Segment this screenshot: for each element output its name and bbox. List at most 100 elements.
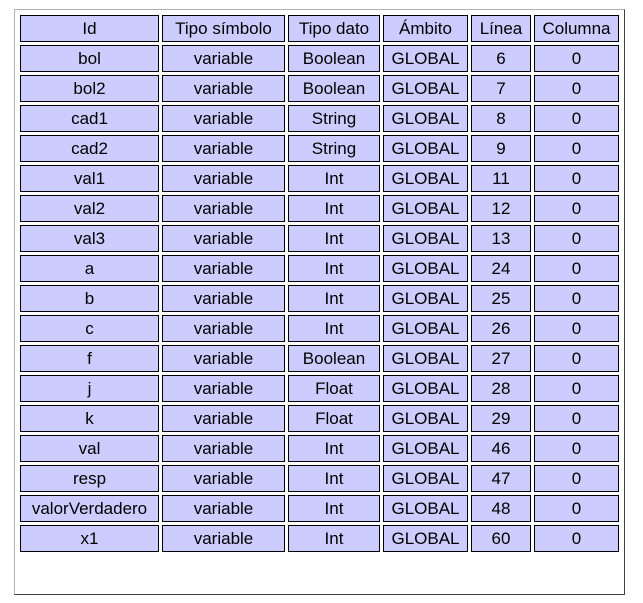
cell-linea: 47 <box>471 465 531 492</box>
cell-tipo-dato: Int <box>288 225 380 252</box>
header-linea: Línea <box>471 15 531 42</box>
cell-tipo-dato: Int <box>288 255 380 282</box>
cell-ambito: GLOBAL <box>383 465 468 492</box>
cell-linea: 12 <box>471 195 531 222</box>
cell-tipo-simbolo: variable <box>162 195 285 222</box>
cell-tipo-dato: Float <box>288 375 380 402</box>
cell-id: bol <box>20 45 159 72</box>
symbol-table: Id Tipo símbolo Tipo dato Ámbito Línea C… <box>17 12 622 555</box>
cell-ambito: GLOBAL <box>383 165 468 192</box>
cell-tipo-simbolo: variable <box>162 465 285 492</box>
cell-columna: 0 <box>534 525 619 552</box>
cell-linea: 25 <box>471 285 531 312</box>
cell-id: f <box>20 345 159 372</box>
cell-id: j <box>20 375 159 402</box>
cell-id: k <box>20 405 159 432</box>
cell-columna: 0 <box>534 465 619 492</box>
cell-tipo-simbolo: variable <box>162 315 285 342</box>
header-ambito: Ámbito <box>383 15 468 42</box>
cell-id: val2 <box>20 195 159 222</box>
cell-columna: 0 <box>534 105 619 132</box>
cell-columna: 0 <box>534 225 619 252</box>
cell-linea: 29 <box>471 405 531 432</box>
cell-ambito: GLOBAL <box>383 75 468 102</box>
cell-tipo-simbolo: variable <box>162 225 285 252</box>
cell-id: b <box>20 285 159 312</box>
cell-columna: 0 <box>534 195 619 222</box>
cell-id: c <box>20 315 159 342</box>
cell-ambito: GLOBAL <box>383 285 468 312</box>
cell-id: cad2 <box>20 135 159 162</box>
cell-ambito: GLOBAL <box>383 525 468 552</box>
cell-id: bol2 <box>20 75 159 102</box>
cell-columna: 0 <box>534 345 619 372</box>
cell-id: val1 <box>20 165 159 192</box>
cell-linea: 26 <box>471 315 531 342</box>
cell-tipo-dato: String <box>288 135 380 162</box>
cell-columna: 0 <box>534 405 619 432</box>
cell-ambito: GLOBAL <box>383 345 468 372</box>
cell-columna: 0 <box>534 165 619 192</box>
cell-ambito: GLOBAL <box>383 195 468 222</box>
cell-id: val <box>20 435 159 462</box>
cell-tipo-dato: Float <box>288 405 380 432</box>
cell-columna: 0 <box>534 435 619 462</box>
cell-id: x1 <box>20 525 159 552</box>
cell-tipo-dato: Int <box>288 525 380 552</box>
cell-ambito: GLOBAL <box>383 405 468 432</box>
cell-tipo-simbolo: variable <box>162 105 285 132</box>
cell-ambito: GLOBAL <box>383 375 468 402</box>
cell-tipo-dato: Int <box>288 195 380 222</box>
cell-tipo-dato: Boolean <box>288 45 380 72</box>
cell-linea: 8 <box>471 105 531 132</box>
cell-ambito: GLOBAL <box>383 435 468 462</box>
cell-id: cad1 <box>20 105 159 132</box>
cell-ambito: GLOBAL <box>383 495 468 522</box>
header-tipo-dato: Tipo dato <box>288 15 380 42</box>
cell-columna: 0 <box>534 135 619 162</box>
cell-linea: 28 <box>471 375 531 402</box>
cell-tipo-dato: Int <box>288 165 380 192</box>
cell-columna: 0 <box>534 375 619 402</box>
symbol-table-frame: Id Tipo símbolo Tipo dato Ámbito Línea C… <box>14 9 625 595</box>
cell-id: a <box>20 255 159 282</box>
cell-tipo-dato: String <box>288 105 380 132</box>
cell-tipo-simbolo: variable <box>162 375 285 402</box>
cell-tipo-dato: Boolean <box>288 345 380 372</box>
cell-linea: 13 <box>471 225 531 252</box>
cell-linea: 48 <box>471 495 531 522</box>
cell-tipo-simbolo: variable <box>162 255 285 282</box>
cell-linea: 60 <box>471 525 531 552</box>
cell-columna: 0 <box>534 45 619 72</box>
cell-linea: 27 <box>471 345 531 372</box>
cell-linea: 24 <box>471 255 531 282</box>
cell-ambito: GLOBAL <box>383 105 468 132</box>
cell-columna: 0 <box>534 315 619 342</box>
cell-tipo-simbolo: variable <box>162 75 285 102</box>
cell-tipo-simbolo: variable <box>162 435 285 462</box>
cell-columna: 0 <box>534 495 619 522</box>
cell-tipo-dato: Int <box>288 465 380 492</box>
header-columna: Columna <box>534 15 619 42</box>
cell-tipo-dato: Int <box>288 435 380 462</box>
cell-tipo-simbolo: variable <box>162 285 285 312</box>
cell-tipo-simbolo: variable <box>162 135 285 162</box>
cell-id: valorVerdadero <box>20 495 159 522</box>
cell-ambito: GLOBAL <box>383 225 468 252</box>
cell-linea: 11 <box>471 165 531 192</box>
cell-tipo-simbolo: variable <box>162 405 285 432</box>
cell-columna: 0 <box>534 285 619 312</box>
